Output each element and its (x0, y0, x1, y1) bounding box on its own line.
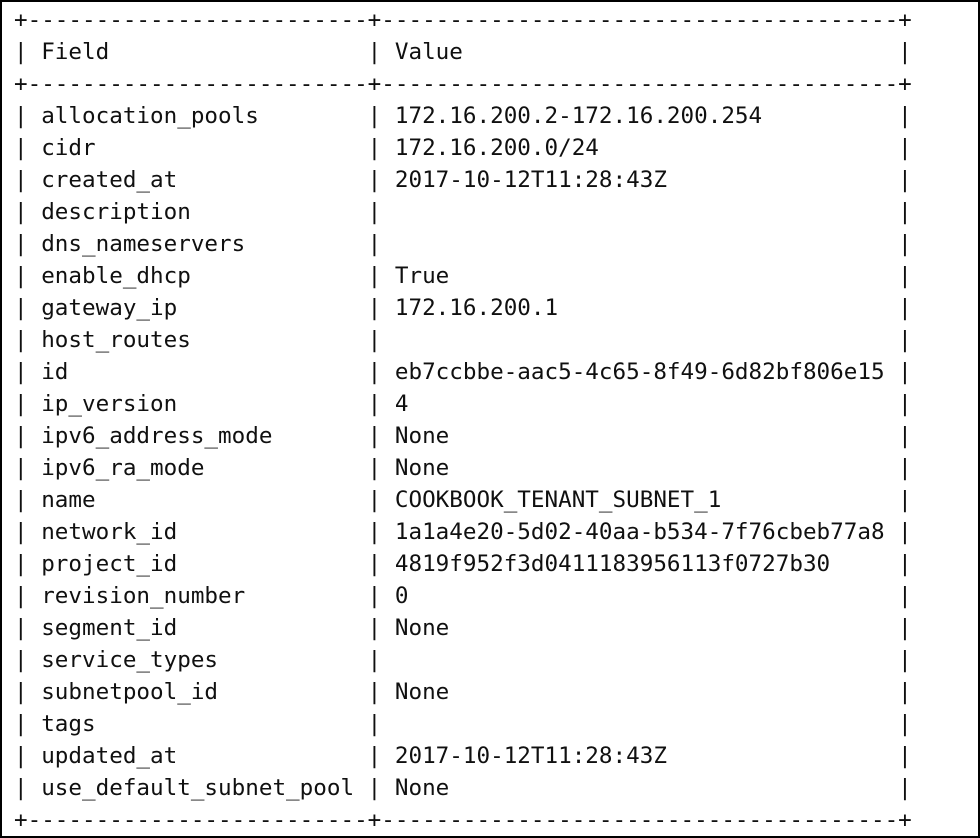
table-row: | segment_id | None | (14, 615, 912, 641)
table-row: | tags | | (14, 711, 912, 737)
table-row: | updated_at | 2017-10-12T11:28:43Z | (14, 743, 912, 769)
table-row: | name | COOKBOOK_TENANT_SUBNET_1 | (14, 487, 912, 513)
table-row: | created_at | 2017-10-12T11:28:43Z | (14, 167, 912, 193)
table-row: | revision_number | 0 | (14, 583, 912, 609)
table-row: | network_id | 1a1a4e20-5d02-40aa-b534-7… (14, 519, 912, 545)
table-row: | enable_dhcp | True | (14, 263, 912, 289)
table-row: | ip_version | 4 | (14, 391, 912, 417)
table-row: | allocation_pools | 172.16.200.2-172.16… (14, 103, 912, 129)
table-header-separator: +-------------------------+-------------… (14, 71, 912, 97)
table-bottom-border: +-------------------------+-------------… (14, 807, 912, 833)
table-top-border: +-------------------------+-------------… (14, 7, 912, 33)
table-row: | project_id | 4819f952f3d0411183956113f… (14, 551, 912, 577)
ascii-table-output: +-------------------------+-------------… (14, 4, 970, 836)
table-header-row: | Field | Value | (14, 39, 912, 65)
table-row: | id | eb7ccbbe-aac5-4c65-8f49-6d82bf806… (14, 359, 912, 385)
table-row: | use_default_subnet_pool | None | (14, 775, 912, 801)
table-row: | dns_nameservers | | (14, 231, 912, 257)
table-row: | subnetpool_id | None | (14, 679, 912, 705)
table-row: | ipv6_ra_mode | None | (14, 455, 912, 481)
table-row: | service_types | | (14, 647, 912, 673)
table-row: | ipv6_address_mode | None | (14, 423, 912, 449)
table-row: | gateway_ip | 172.16.200.1 | (14, 295, 912, 321)
table-row: | description | | (14, 199, 912, 225)
table-row: | cidr | 172.16.200.0/24 | (14, 135, 912, 161)
table-row: | host_routes | | (14, 327, 912, 353)
